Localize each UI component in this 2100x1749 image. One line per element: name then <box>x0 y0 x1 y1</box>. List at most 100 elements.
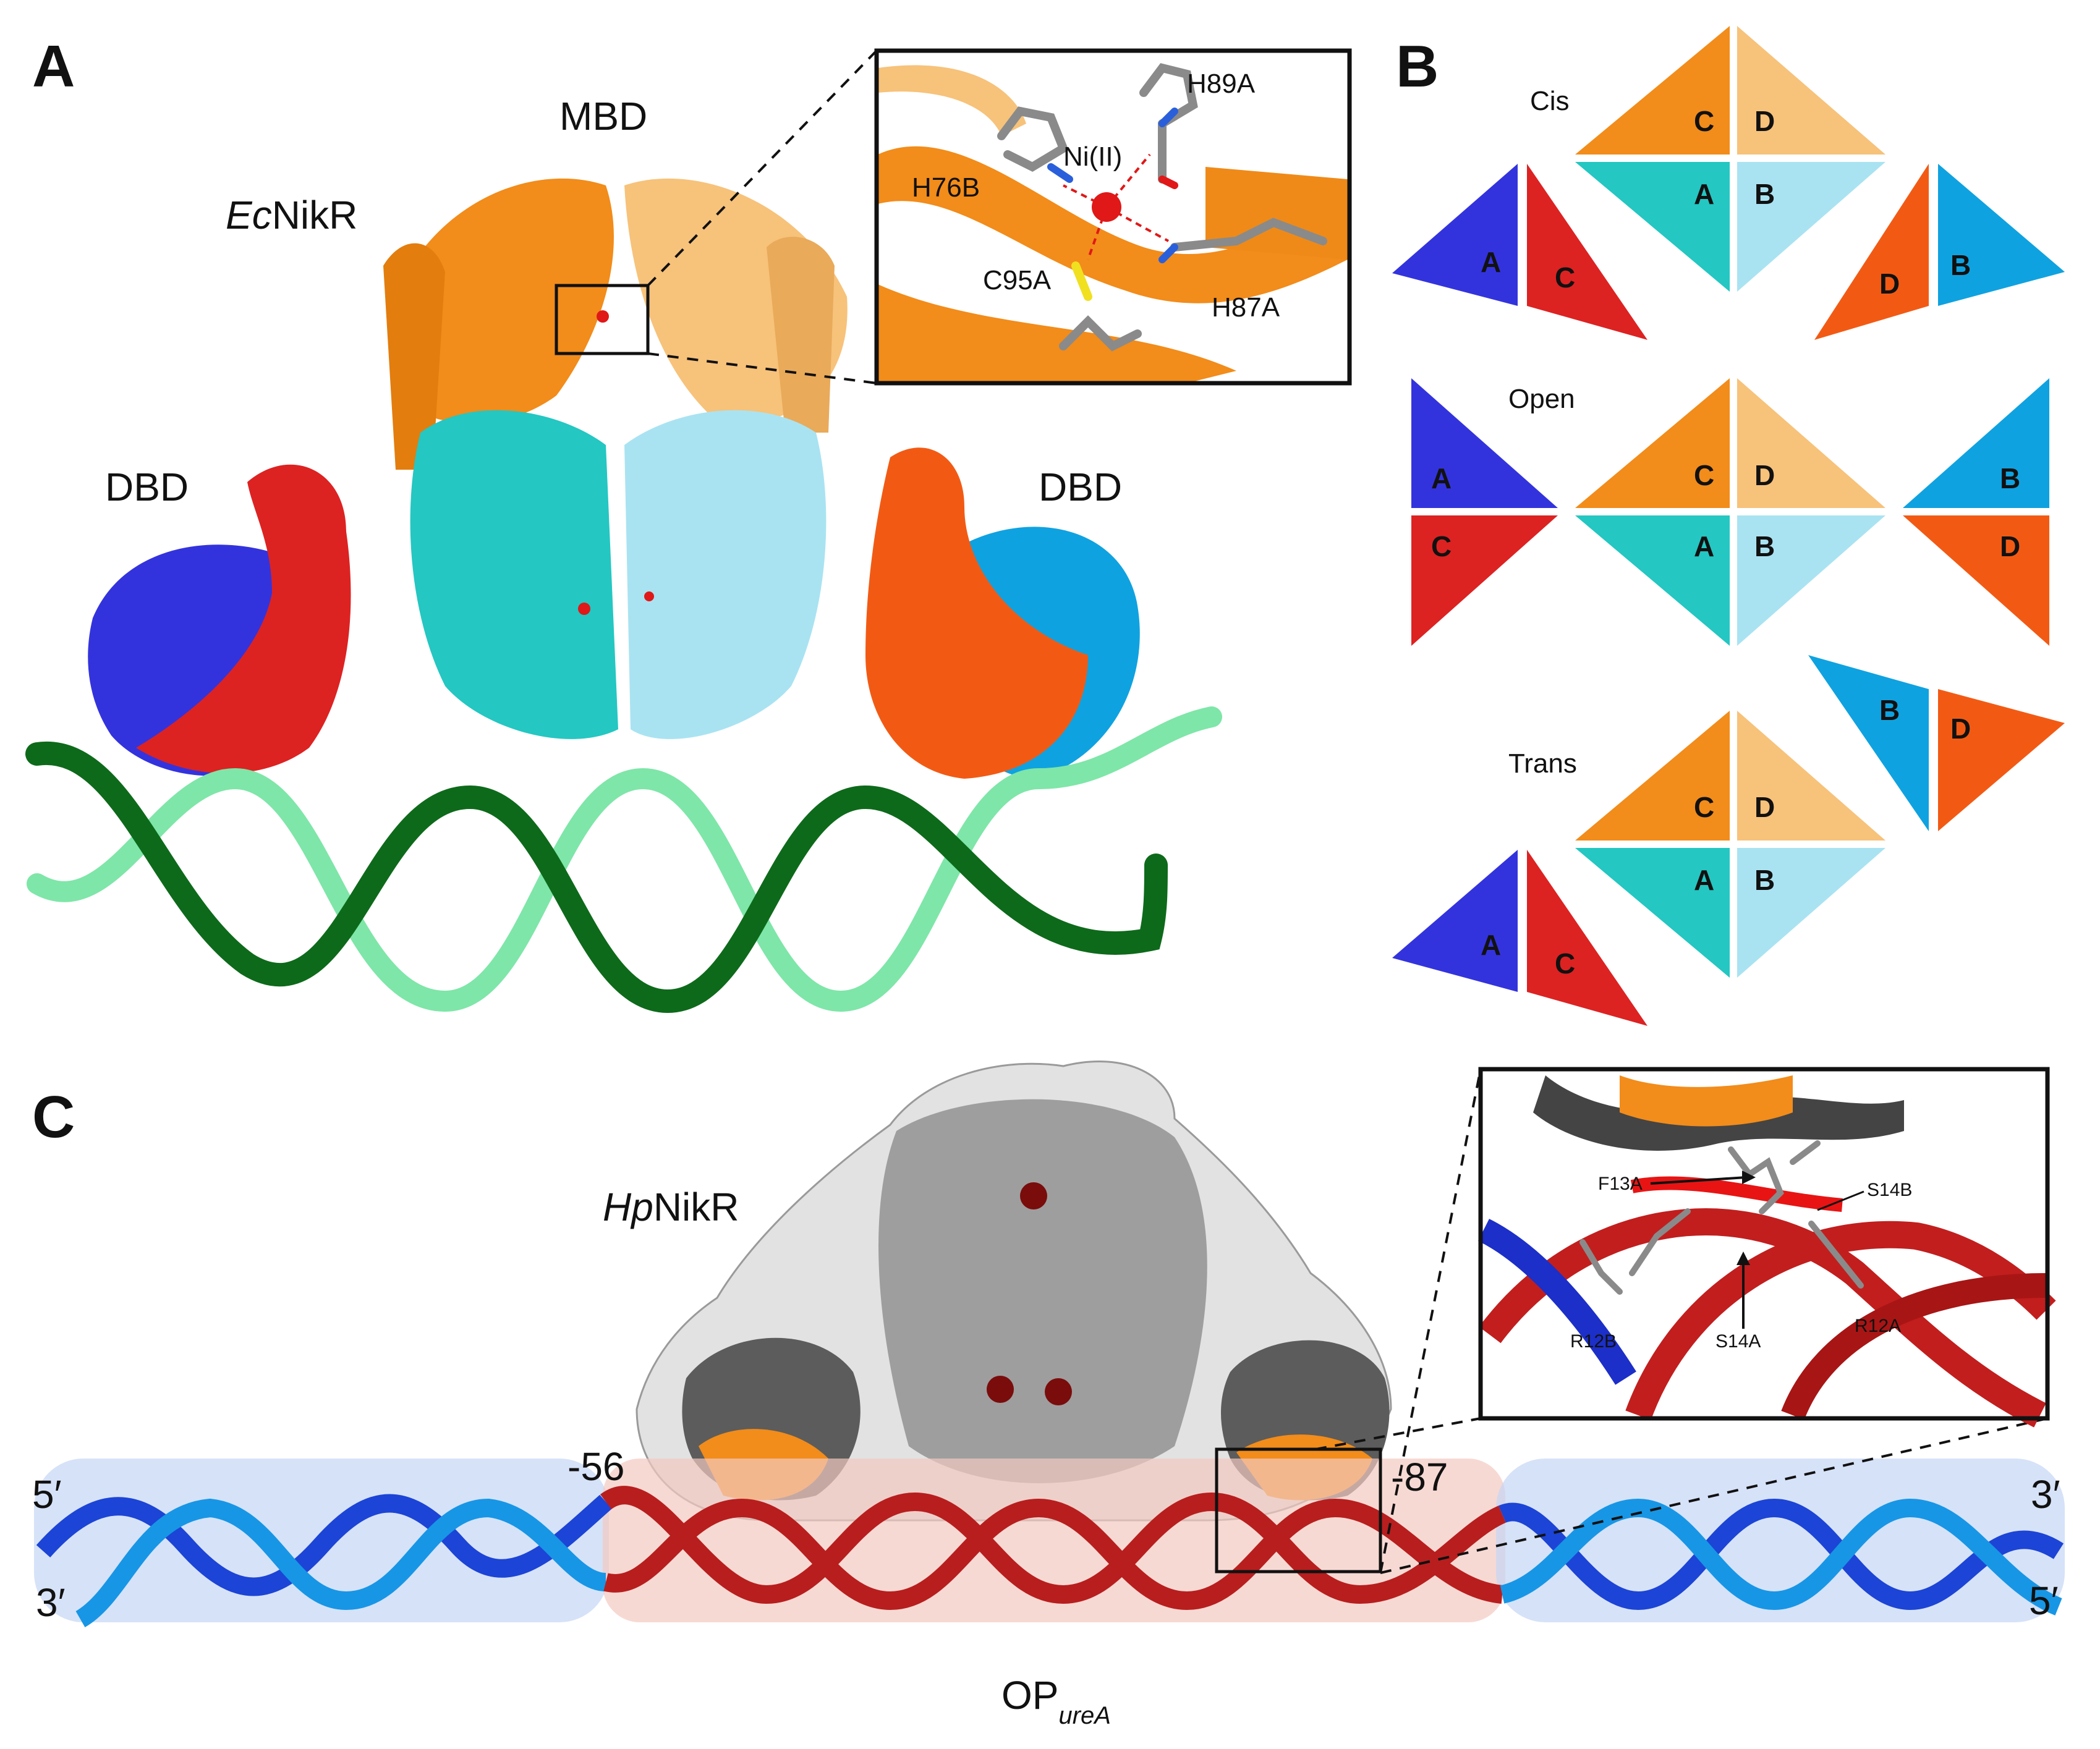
dna-end-5-right: 5′ <box>2029 1578 2059 1623</box>
trans-label-d-top-right: D <box>1950 713 1971 745</box>
cis-tri-b-mid <box>1737 162 1885 292</box>
open-tri-a-left <box>1411 378 1558 508</box>
open-label-a-mid: A <box>1694 530 1714 562</box>
trans-tri-d-top <box>1737 711 1885 841</box>
open-label-d-top: D <box>1754 459 1775 491</box>
inset-ribbon-1 <box>878 146 1348 303</box>
dna-end-5-left: 5′ <box>32 1472 62 1517</box>
dna-red-strand-1 <box>600 1486 1507 1604</box>
trans-label: Trans <box>1508 748 1577 779</box>
open-tri-c-left <box>1411 515 1558 646</box>
cis-label-c-top: C <box>1694 105 1714 137</box>
mbd-chain-d-helix <box>767 237 835 433</box>
trans-tri-c-left <box>1527 850 1647 1026</box>
panel-a-mbd-label: MBD <box>559 94 647 138</box>
dna-end-3-left: 3′ <box>36 1580 66 1625</box>
inset-s14a-arrowhead <box>1737 1251 1750 1265</box>
cis-label-d-top: D <box>1754 105 1775 137</box>
dna-red-strand-2 <box>603 1498 1503 1611</box>
operator-label: OPureA <box>1001 1673 1111 1729</box>
panel-a-inset-frame <box>874 48 1352 386</box>
dna-strand-dark <box>25 741 1168 1014</box>
inset-h87a-label: H87A <box>1212 292 1280 323</box>
open-label-c-left: C <box>1431 530 1452 562</box>
panel-a-connector-top <box>647 49 878 287</box>
open-label-b-mid: B <box>1754 530 1775 562</box>
ni-ion-top <box>597 310 609 323</box>
dna-blue-strand-1 <box>36 1494 612 1596</box>
hpnikr-ni-left <box>987 1376 1014 1403</box>
panel-c-zoom-box <box>1215 1447 1382 1573</box>
trans-label-c-left: C <box>1555 947 1575 980</box>
inset-f13a-arrowhead <box>1742 1171 1756 1184</box>
trans-tri-b-top-right <box>1808 655 1929 831</box>
panel-b-trans: Trans C D A B A C B D <box>1392 655 2065 1026</box>
panel-c-connector-left <box>1379 1069 1482 1573</box>
inset-c-orange-ribbon <box>1620 1075 1793 1127</box>
cis-label-b-mid: B <box>1754 178 1775 210</box>
ecnikr-dna <box>25 706 1222 1014</box>
dna-surface-center <box>603 1459 1505 1622</box>
inset-s14a-label: S14A <box>1715 1331 1761 1352</box>
trans-label-a-left: A <box>1481 929 1501 961</box>
cis-tri-c-left <box>1527 164 1647 340</box>
inset-sticks <box>997 63 1327 352</box>
ni-ion-core-right <box>644 591 654 601</box>
inset-c95a-label: C95A <box>983 265 1052 295</box>
dna-blue-strand-2 <box>75 1498 607 1628</box>
cis-tri-d-right <box>1814 164 1929 340</box>
dbd-right-chain-d <box>865 447 1088 779</box>
hpnikr-structure <box>636 1061 1392 1522</box>
panel-a-title: EcNikR <box>226 193 357 237</box>
open-tri-b-right <box>1903 378 2049 508</box>
open-label-a-left: A <box>1431 462 1452 494</box>
core-chain-a <box>410 410 618 739</box>
open-tri-b-mid <box>1737 515 1885 646</box>
panel-c-letter: C <box>32 1084 75 1150</box>
open-tri-a-mid <box>1575 515 1730 646</box>
open-label-d-right: D <box>2000 530 2020 562</box>
inset-c-dna-blue <box>1477 1219 1636 1385</box>
panel-b-letter: B <box>1396 33 1439 100</box>
cis-tri-d-top <box>1737 26 1885 155</box>
dna-end-3-right: 3′ <box>2031 1472 2060 1517</box>
open-tri-d-top <box>1737 378 1885 508</box>
panel-a-dbd-left-label: DBD <box>105 465 189 509</box>
trans-tri-b-mid <box>1737 848 1885 978</box>
panel-b-open: Open C D A B A C B D <box>1411 378 2049 646</box>
inset-ribbon-2 <box>878 284 1236 383</box>
panel-b-cis: Cis C D A B A C D B <box>1392 26 2065 340</box>
trans-tri-c-top <box>1575 711 1730 841</box>
panel-c-connector-top <box>1315 1417 1481 1450</box>
inset-f13a-arrow <box>1650 1176 1747 1185</box>
inset-c-sticks <box>1579 1140 1864 1295</box>
position-minus-56: -56 <box>568 1444 625 1489</box>
inset-r12b-label: R12B <box>1570 1331 1617 1352</box>
panel-a-inset: Ni(II) H89A H76B C95A H87A <box>874 48 1352 386</box>
open-tri-d-right <box>1903 515 2049 646</box>
dna-blue-strand-3 <box>1498 1498 2064 1611</box>
cis-label-d-right: D <box>1879 268 1900 300</box>
trans-tri-a-left <box>1392 850 1518 992</box>
inset-f13a-label: F13A <box>1598 1174 1643 1194</box>
dna-strand-light <box>27 706 1222 1012</box>
dbd-left-chain-c <box>136 464 351 774</box>
inset-h76b-label: H76B <box>912 172 980 203</box>
panel-c-inset: F13A S14B R12B S14A R12A <box>1477 1067 2056 1428</box>
panel-a-zoom-box <box>555 284 650 355</box>
inset-ni-ion <box>1092 192 1121 222</box>
cis-tri-a-left <box>1392 164 1518 306</box>
mbd-chain-c <box>396 178 614 423</box>
panel-c-inset-frame <box>1478 1067 2050 1421</box>
cis-label-c-left: C <box>1555 261 1575 294</box>
open-label-c-top: C <box>1694 459 1714 491</box>
inset-ni-label: Ni(II) <box>1063 142 1122 172</box>
trans-label-b-mid: B <box>1754 864 1775 896</box>
trans-tri-a-mid <box>1575 848 1730 978</box>
inset-s14b-label: S14B <box>1867 1180 1912 1200</box>
mbd-chain-c-helix <box>383 243 445 470</box>
core-chain-b <box>624 410 827 739</box>
trans-label-c-top: C <box>1694 791 1714 823</box>
hpnikr-dna <box>34 1459 2065 1628</box>
